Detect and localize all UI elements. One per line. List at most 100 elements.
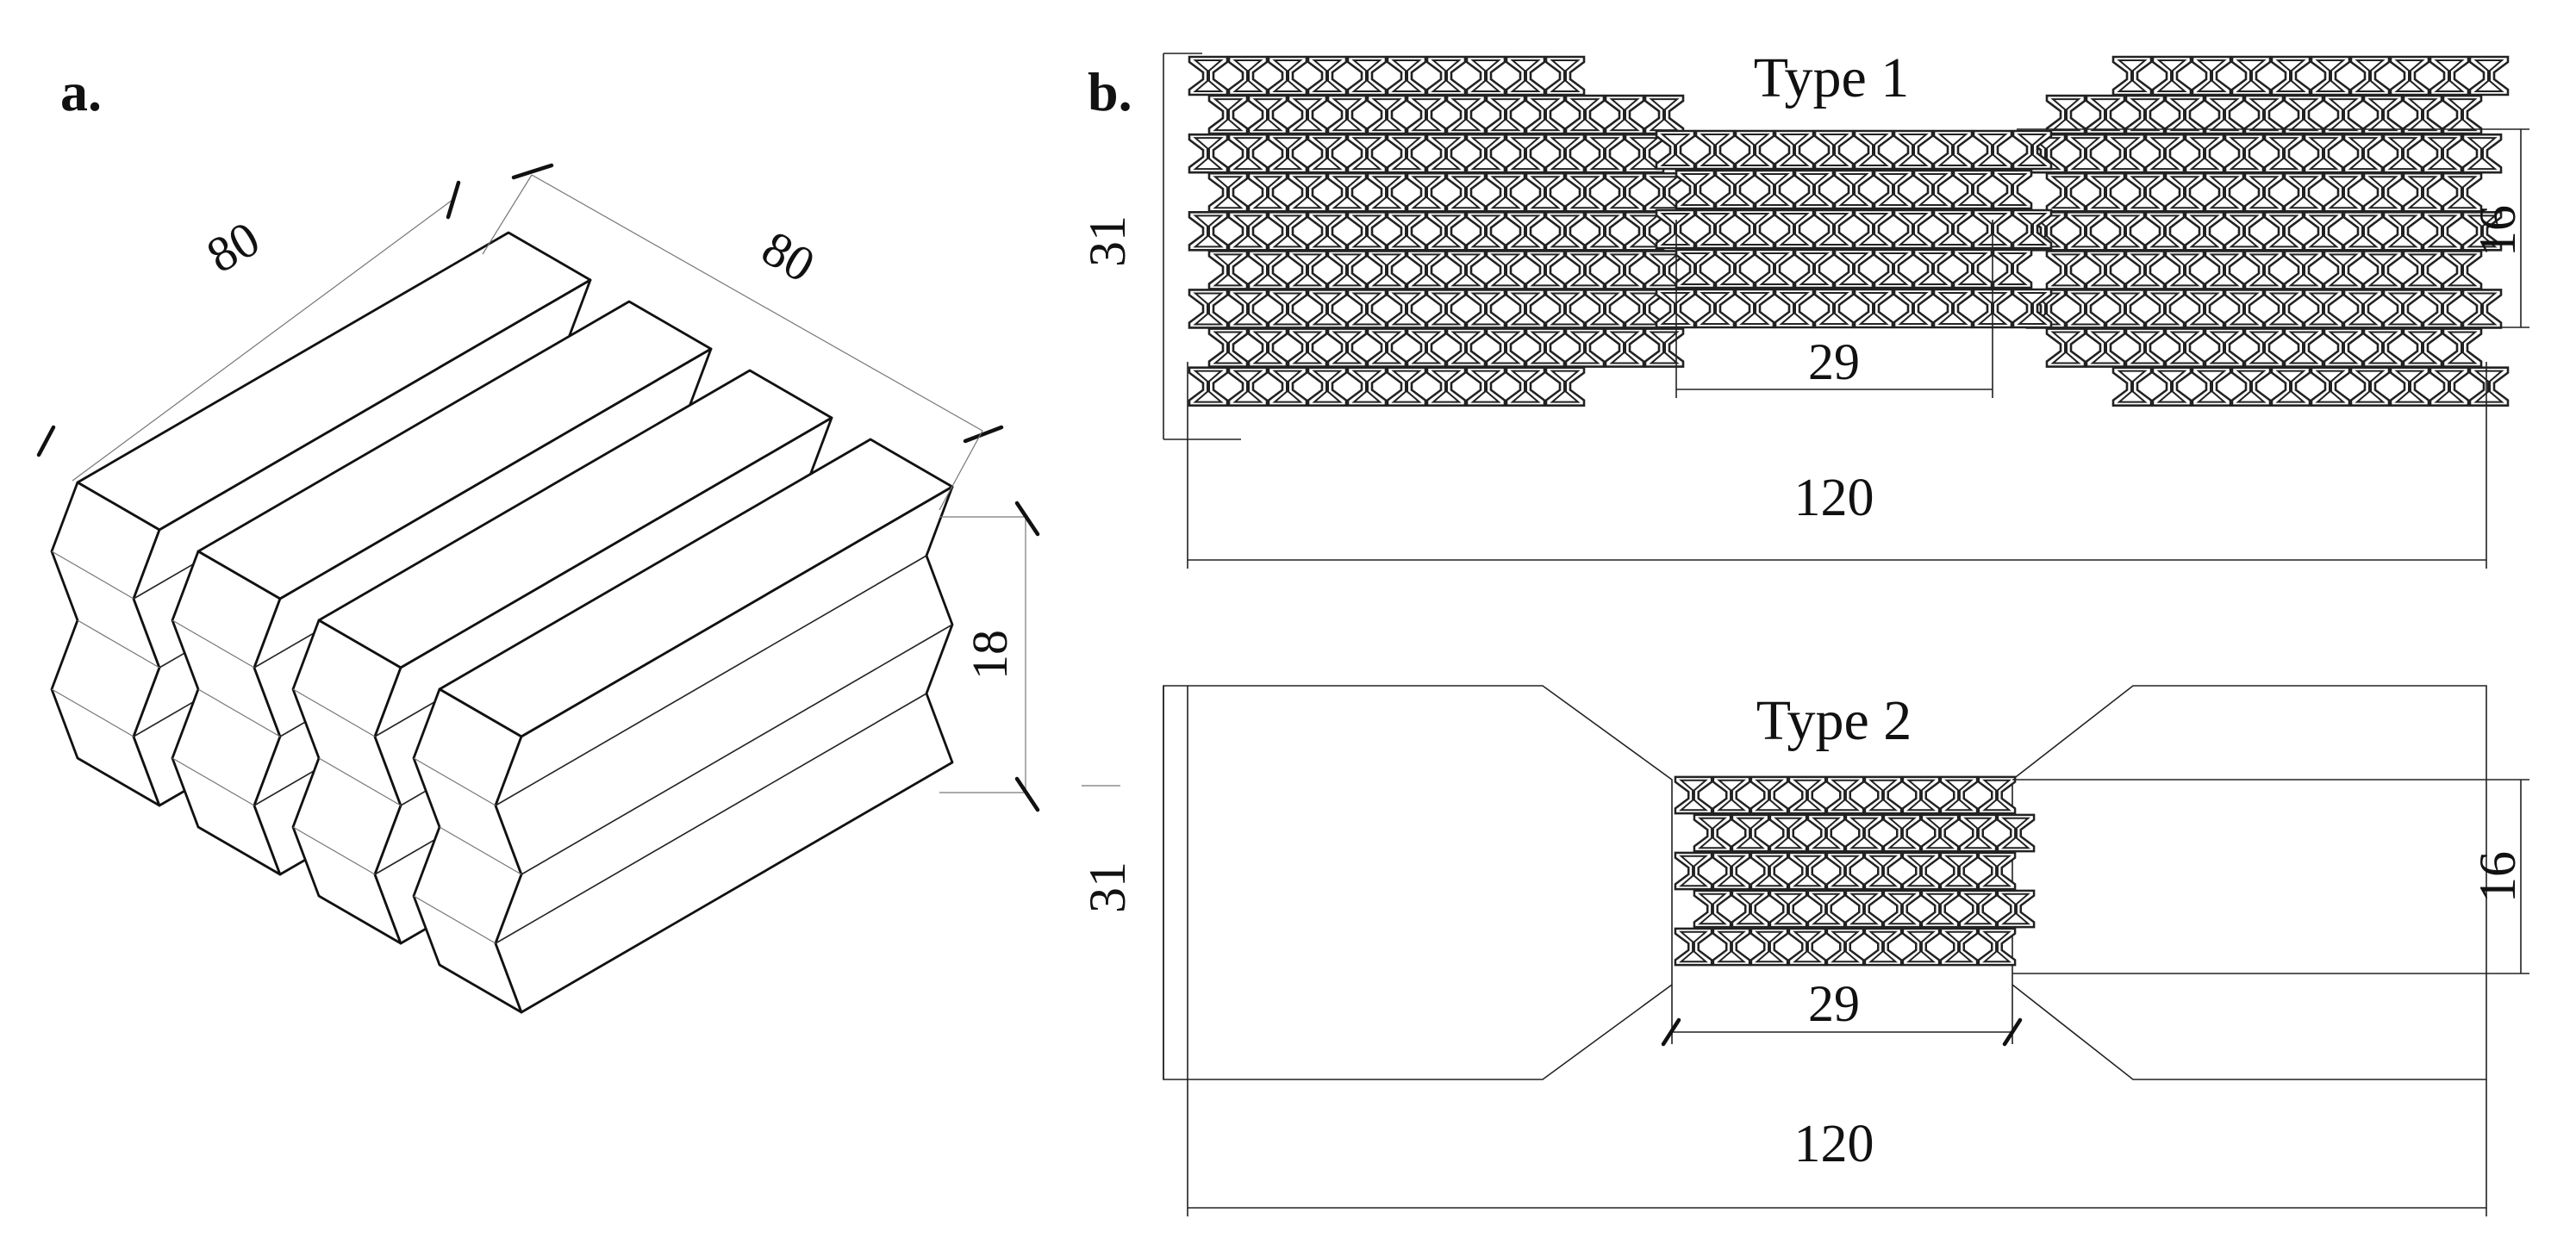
auxetic-cell	[1655, 208, 1696, 250]
auxetic-cell	[1675, 248, 1716, 289]
auxetic-cell	[1525, 171, 1566, 213]
auxetic-cell	[1267, 133, 1308, 174]
auxetic-cell	[1346, 289, 1388, 329]
auxetic-cell	[2389, 366, 2430, 407]
auxetic-cell	[1893, 129, 1934, 171]
auxetic-cell	[1465, 211, 1506, 252]
auxetic-cell	[1825, 927, 1865, 967]
auxetic-cell	[1525, 94, 1566, 135]
auxetic-cell	[2263, 211, 2305, 252]
auxetic-cell	[1714, 169, 1756, 210]
auxetic-cell	[2349, 55, 2391, 96]
auxetic-cell	[2303, 211, 2344, 252]
auxetic-cell	[1853, 288, 1894, 329]
auxetic-cell	[1386, 55, 1427, 96]
auxetic-cell	[1655, 288, 1696, 329]
auxetic-cell	[1844, 889, 1884, 929]
type2-dim-gauge-length: 29	[1808, 975, 1860, 1032]
auxetic-cell	[2065, 289, 2106, 329]
auxetic-cell	[1207, 94, 1249, 135]
auxetic-cell	[2263, 289, 2305, 329]
auxetic-cell	[1326, 171, 1368, 213]
auxetic-cell	[1386, 289, 1427, 329]
auxetic-cell	[1326, 94, 1368, 135]
auxetic-cell	[1544, 211, 1586, 252]
auxetic-cell	[2283, 250, 2324, 290]
auxetic-cell	[2303, 289, 2344, 329]
auxetic-cell	[1977, 927, 2017, 967]
auxetic-cell	[1544, 289, 1586, 329]
auxetic-cell	[1287, 171, 1328, 213]
auxetic-cell	[1525, 250, 1566, 290]
auxetic-cell	[2422, 211, 2463, 252]
auxetic-cell	[1853, 208, 1894, 250]
auxetic-cell	[1992, 169, 2033, 210]
auxetic-cell	[1754, 169, 1795, 210]
auxetic-cell	[2144, 289, 2186, 329]
type2-dogbone-outline	[1163, 685, 1673, 1080]
auxetic-cell	[2191, 55, 2232, 96]
auxetic-cell	[2230, 366, 2272, 407]
auxetic-cell	[1445, 94, 1487, 135]
auxetic-cell	[1505, 55, 1546, 96]
auxetic-cell	[1750, 927, 1789, 967]
auxetic-cell	[1425, 289, 1467, 329]
auxetic-cell	[1920, 889, 1960, 929]
auxetic-cell	[1714, 248, 1756, 289]
auxetic-cell	[1750, 851, 1789, 891]
auxetic-cell	[1939, 775, 1979, 815]
auxetic-cell	[2310, 366, 2351, 407]
auxetic-cell	[2342, 289, 2384, 329]
auxetic-cell	[2230, 55, 2272, 96]
auxetic-cell	[2204, 250, 2245, 290]
auxetic-cell	[2224, 133, 2265, 174]
auxetic-cell	[2111, 55, 2153, 96]
auxetic-cell	[1932, 129, 1974, 171]
auxetic-cell	[2382, 289, 2423, 329]
auxetic-cell	[2349, 366, 2391, 407]
auxetic-cell	[2429, 55, 2470, 96]
auxetic-cell	[1712, 775, 1751, 815]
auxetic-cell	[1425, 211, 1467, 252]
auxetic-cell	[1787, 775, 1827, 815]
auxetic-cell	[1844, 813, 1884, 853]
auxetic-cell	[1768, 889, 1808, 929]
auxetic-cell	[1813, 288, 1855, 329]
auxetic-cell	[2124, 94, 2166, 135]
auxetic-cell	[2164, 250, 2205, 290]
auxetic-cell	[2184, 289, 2225, 329]
auxetic-cell	[1793, 248, 1835, 289]
auxetic-cell	[2105, 211, 2146, 252]
auxetic-cell	[2362, 250, 2404, 290]
auxetic-cell	[1207, 171, 1249, 213]
auxetic-cell	[2124, 171, 2166, 213]
type2-auxetic-lattice	[1674, 775, 2036, 967]
auxetic-cell	[1584, 289, 1625, 329]
auxetic-cell	[2270, 366, 2311, 407]
auxetic-cell	[2283, 171, 2324, 213]
auxetic-cell	[1604, 250, 1645, 290]
auxetic-cell	[1207, 250, 1249, 290]
auxetic-cell	[1863, 775, 1903, 815]
auxetic-cell	[1731, 813, 1770, 853]
auxetic-cell	[1465, 55, 1506, 96]
auxetic-cell	[1247, 250, 1288, 290]
auxetic-cell	[1227, 289, 1269, 329]
auxetic-cell	[1893, 288, 1934, 329]
auxetic-cell	[1825, 851, 1865, 891]
auxetic-cell	[1544, 55, 1586, 96]
auxetic-cell	[1346, 55, 1388, 96]
auxetic-cell	[1787, 851, 1827, 891]
auxetic-cell	[2323, 327, 2364, 368]
auxetic-cell	[1188, 289, 1229, 329]
auxetic-cell	[1644, 327, 1685, 368]
auxetic-cell	[2442, 327, 2483, 368]
auxetic-cell	[1806, 889, 1846, 929]
type1-dim-gauge-length: 29	[1808, 333, 1860, 390]
auxetic-cell	[2105, 133, 2146, 174]
type1-title: Type 1	[1754, 47, 1910, 109]
auxetic-cell	[2124, 327, 2166, 368]
type2-dim-total-height: 31	[1079, 861, 1136, 913]
dim-height: 18	[939, 501, 1040, 812]
